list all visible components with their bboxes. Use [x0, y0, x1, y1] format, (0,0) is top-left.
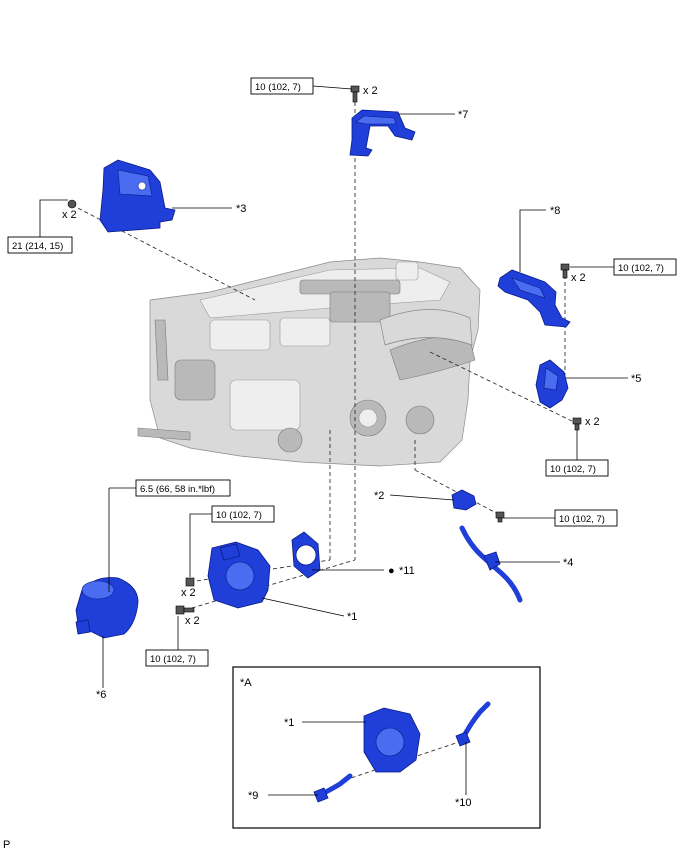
torque-spec-1-bottom: 10 (102, 7) [145, 649, 209, 667]
part-8-bracket [497, 269, 571, 328]
quantity-label: x 2 [181, 587, 196, 599]
torque-spec-2: 10 (102, 7) [554, 509, 618, 527]
callout-part-7: *7 [458, 109, 468, 121]
callout-part-8: *8 [550, 205, 560, 217]
inset-box [232, 666, 541, 829]
part-7-bracket [349, 109, 416, 157]
torque-value: 10 (102, 7) [618, 263, 664, 274]
engine-illustration [137, 257, 481, 467]
callout-part-6: *6 [96, 689, 106, 701]
quantity-label: x 2 [363, 85, 378, 97]
footer-code: P [3, 839, 10, 851]
bolt-icon [350, 85, 360, 103]
callout-inset-part-1: *1 [284, 717, 294, 729]
torque-value: 6.5 (66, 58 in.*lbf) [140, 484, 215, 495]
inset-title: *A [240, 677, 252, 689]
torque-spec-7: 10 (102, 7) [250, 77, 314, 95]
bolt-icon [67, 199, 77, 209]
quantity-label: x 2 [62, 209, 77, 221]
quantity-label: x 2 [185, 615, 200, 627]
bolt-icon [175, 605, 195, 615]
part-1-throttle-body [207, 541, 271, 609]
callout-part-10: *10 [455, 797, 472, 809]
leader-lines [39, 85, 628, 796]
part-5-bracket [535, 359, 569, 409]
torque-value: 10 (102, 7) [559, 514, 605, 525]
callout-part-3: *3 [236, 203, 246, 215]
torque-spec-8: 10 (102, 7) [613, 258, 677, 276]
callout-part-4: *4 [563, 557, 573, 569]
torque-value: 21 (214, 15) [12, 241, 63, 252]
bolt-icon [572, 417, 582, 431]
torque-spec-5: 10 (102, 7) [545, 459, 609, 477]
inset-part-9 [313, 773, 353, 803]
callout-part-9: *9 [248, 790, 258, 802]
quantity-label: x 2 [571, 272, 586, 284]
bullet-symbol: ● [388, 565, 395, 577]
torque-value: 10 (102, 7) [216, 510, 262, 521]
bolts [67, 85, 582, 615]
nut-icon [185, 577, 195, 587]
callout-part-1: *1 [347, 611, 357, 623]
inset-part-1 [363, 707, 421, 773]
callout-part-11: *11 [399, 565, 415, 577]
torque-spec-3: 21 (214, 15) [7, 236, 73, 254]
inset-part-10 [455, 701, 491, 747]
part-2-connector [451, 489, 477, 511]
torque-spec-1-top: 10 (102, 7) [211, 505, 275, 523]
part-4-hose [459, 525, 523, 603]
torque-value: 10 (102, 7) [150, 654, 196, 665]
callout-part-5: *5 [631, 373, 641, 385]
part-6-outlet [75, 577, 139, 639]
torque-spec-6: 6.5 (66, 58 in.*lbf) [135, 479, 231, 497]
torque-value: 10 (102, 7) [255, 82, 301, 93]
quantity-label: x 2 [585, 416, 600, 428]
callout-part-2: *2 [374, 490, 384, 502]
part-3-cover [99, 159, 176, 233]
bolt-icon [560, 263, 570, 279]
torque-value: 10 (102, 7) [550, 464, 596, 475]
bolt-icon [495, 511, 505, 523]
part-11-gasket [291, 531, 321, 579]
